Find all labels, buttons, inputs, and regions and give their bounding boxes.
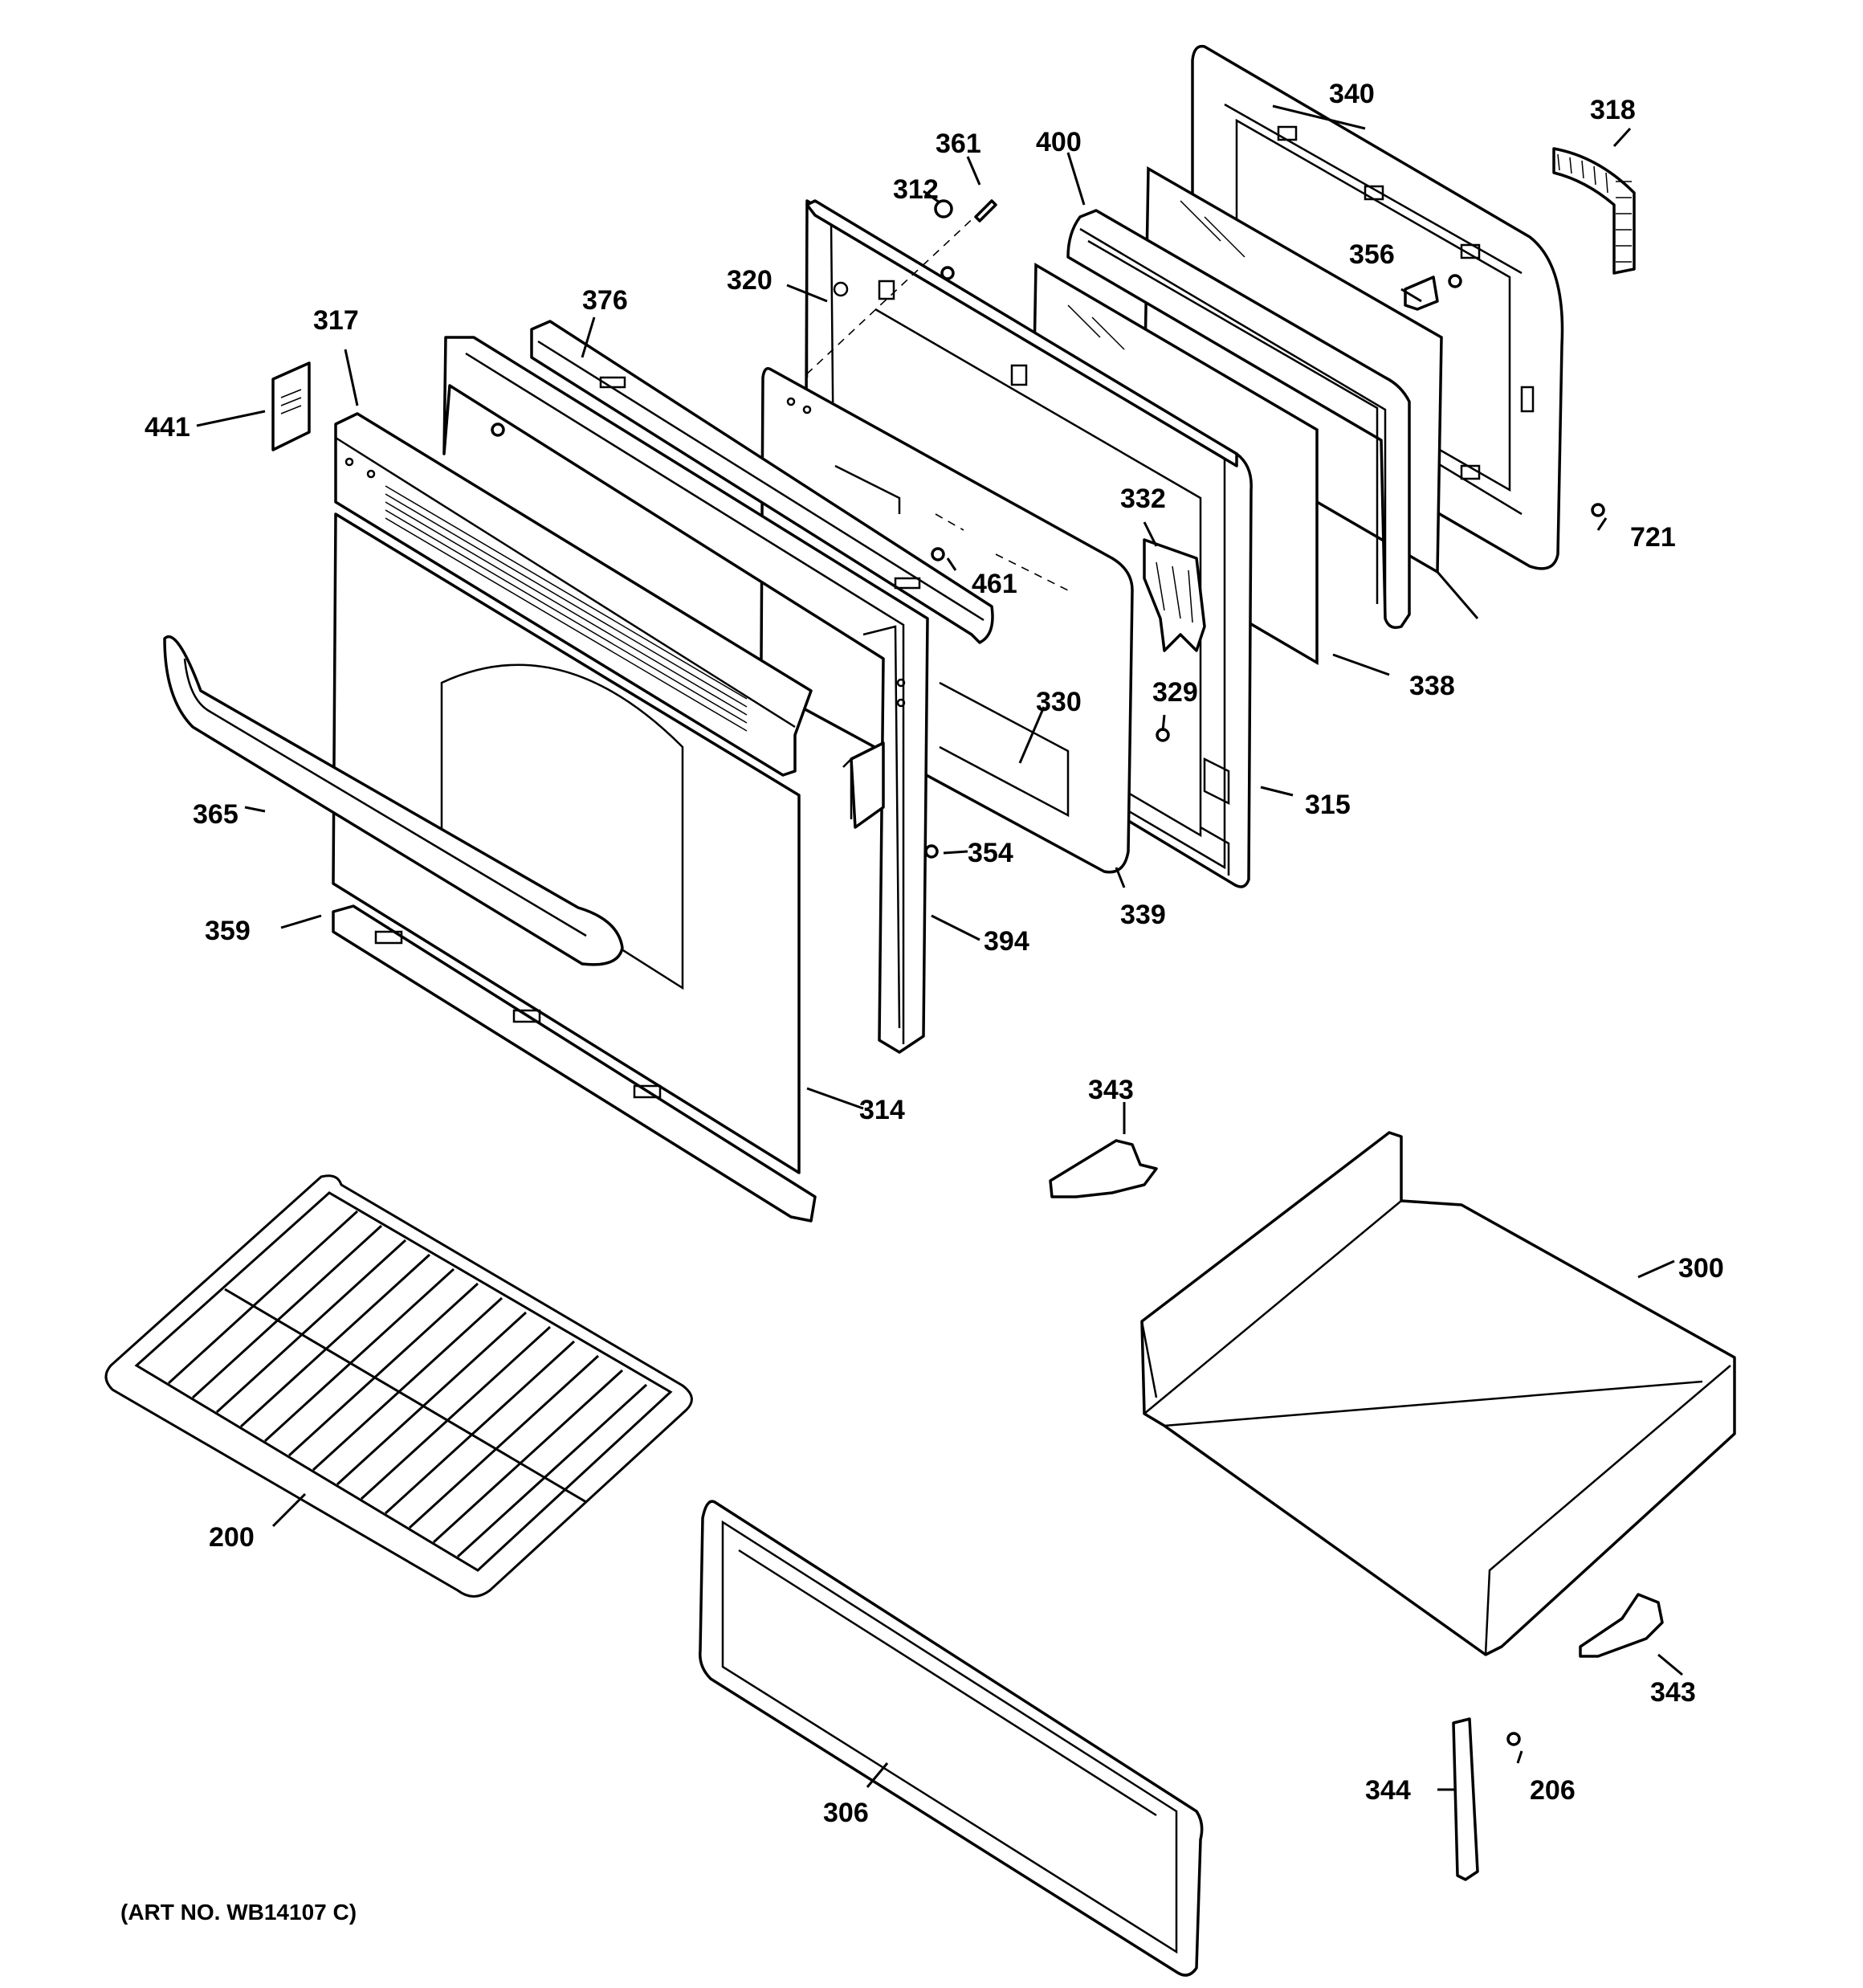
rack-bars xyxy=(167,1210,648,1558)
callout-338: 338 xyxy=(1409,671,1455,701)
callout-320: 320 xyxy=(727,265,773,296)
part-394-side-frame xyxy=(442,336,929,1054)
part-200-rack xyxy=(104,1174,693,1598)
part-441-switch xyxy=(271,361,311,451)
part-314-door-panel xyxy=(332,512,801,1174)
callout-376: 376 xyxy=(582,285,628,316)
part-343-slide-upper xyxy=(1049,1139,1158,1198)
callout-461: 461 xyxy=(972,569,1017,599)
fasteners xyxy=(491,199,1605,1746)
leader-lines xyxy=(196,104,1683,1791)
part-356-latch xyxy=(1404,276,1439,311)
callout-356: 356 xyxy=(1349,239,1395,270)
callout-354: 354 xyxy=(968,838,1013,868)
callout-400: 400 xyxy=(1036,127,1082,157)
part-332-insulation xyxy=(1143,538,1206,652)
part-344-rail xyxy=(1452,1717,1479,1881)
callout-344: 344 xyxy=(1365,1775,1411,1806)
callout-359: 359 xyxy=(205,916,251,946)
callout-721: 721 xyxy=(1630,522,1676,553)
callout-330: 330 xyxy=(1036,687,1082,717)
callout-300: 300 xyxy=(1678,1253,1724,1284)
callout-343-upper: 343 xyxy=(1088,1075,1134,1105)
hinge-bracket xyxy=(842,741,885,829)
callout-332: 332 xyxy=(1120,484,1166,514)
callout-317: 317 xyxy=(313,305,359,336)
callout-312: 312 xyxy=(893,174,939,205)
part-343-slide-lower xyxy=(1579,1593,1664,1658)
part-306-drawer-front xyxy=(699,1500,1204,1977)
callout-200: 200 xyxy=(209,1522,255,1553)
art-number: (ART NO. WB14107 C) xyxy=(120,1900,357,1925)
part-365-handle xyxy=(163,635,624,966)
callout-441: 441 xyxy=(145,412,190,443)
callout-329: 329 xyxy=(1152,677,1198,708)
part-359-bottom-trim xyxy=(332,904,817,1223)
callout-365: 365 xyxy=(193,799,238,830)
callout-394: 394 xyxy=(984,926,1029,957)
part-318-gasket xyxy=(1552,147,1636,275)
callout-labels: 340 318 400 361 312 320 356 376 317 441 … xyxy=(145,79,1724,1828)
callout-314: 314 xyxy=(859,1095,905,1125)
part-376-channel xyxy=(530,320,994,644)
callout-206: 206 xyxy=(1530,1775,1576,1806)
callout-315: 315 xyxy=(1305,790,1351,820)
part-400-glass-pack xyxy=(1066,209,1411,629)
part-300-drawer xyxy=(1140,1131,1736,1656)
callout-306: 306 xyxy=(823,1798,869,1828)
callout-318: 318 xyxy=(1590,95,1636,125)
callout-361: 361 xyxy=(936,129,981,159)
callout-340: 340 xyxy=(1329,79,1375,109)
callout-343-lower: 343 xyxy=(1650,1677,1696,1708)
part-317-vent-trim xyxy=(334,412,813,777)
part-320-frame xyxy=(805,199,1238,467)
callout-339: 339 xyxy=(1120,900,1166,930)
